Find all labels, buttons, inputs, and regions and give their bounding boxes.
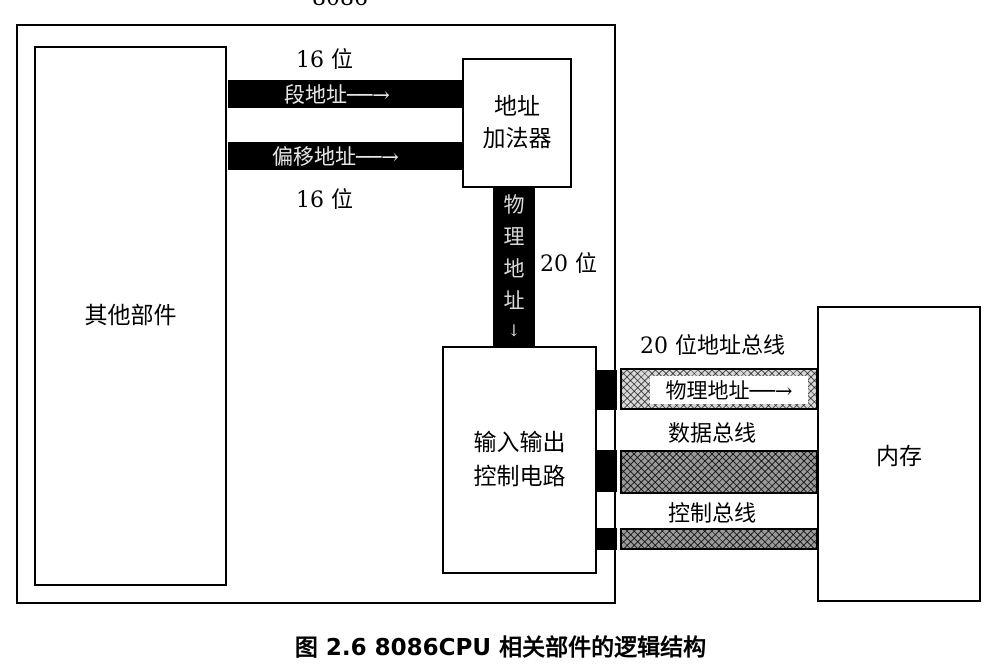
data-bus (620, 450, 818, 494)
phys-char-1: 物 (503, 193, 525, 217)
addr-bus-connector (597, 370, 617, 410)
cpu-title: 8086 (312, 0, 368, 10)
segment-address-label: 段地址──→ (284, 83, 390, 107)
phys-arrow-down: ↓ (507, 321, 521, 340)
phys-width-label: 20 位 (540, 252, 597, 277)
seg-width-label: 16 位 (296, 48, 353, 73)
memory-block: 内存 (817, 306, 981, 602)
io-control-block: 输入输出 控制电路 (442, 346, 597, 574)
physical-address-bus (493, 188, 535, 348)
data-bus-connector (597, 450, 617, 492)
ctrl-bus-label: 控制总线 (668, 502, 757, 527)
ctrl-bus-connector (597, 528, 617, 550)
data-bus-label: 数据总线 (668, 422, 757, 447)
segment-address-bus (228, 80, 462, 108)
adder-label-line2: 加法器 (482, 126, 552, 152)
offset-address-bus (228, 142, 462, 170)
other-parts-label: 其他部件 (84, 302, 177, 329)
offset-width-label: 16 位 (296, 188, 353, 213)
io-label-line1: 输入输出 (473, 430, 566, 456)
memory-label: 内存 (876, 444, 922, 470)
offset-address-label: 偏移地址──→ (272, 145, 399, 169)
addr-bus-label: 物理地址──→ (650, 376, 808, 404)
addr-bus-title: 20 位地址总线 (640, 334, 785, 359)
control-bus (620, 528, 818, 550)
phys-char-4: 址 (503, 289, 525, 313)
other-parts-block: 其他部件 (34, 46, 227, 586)
io-label-line2: 控制电路 (473, 464, 566, 490)
figure-caption: 图 2.6 8086CPU 相关部件的逻辑结构 (294, 635, 707, 661)
address-adder-block: 地址 加法器 (462, 58, 572, 188)
phys-char-3: 地 (503, 257, 525, 281)
phys-char-2: 理 (503, 225, 525, 249)
adder-label-line1: 地址 (494, 94, 540, 120)
